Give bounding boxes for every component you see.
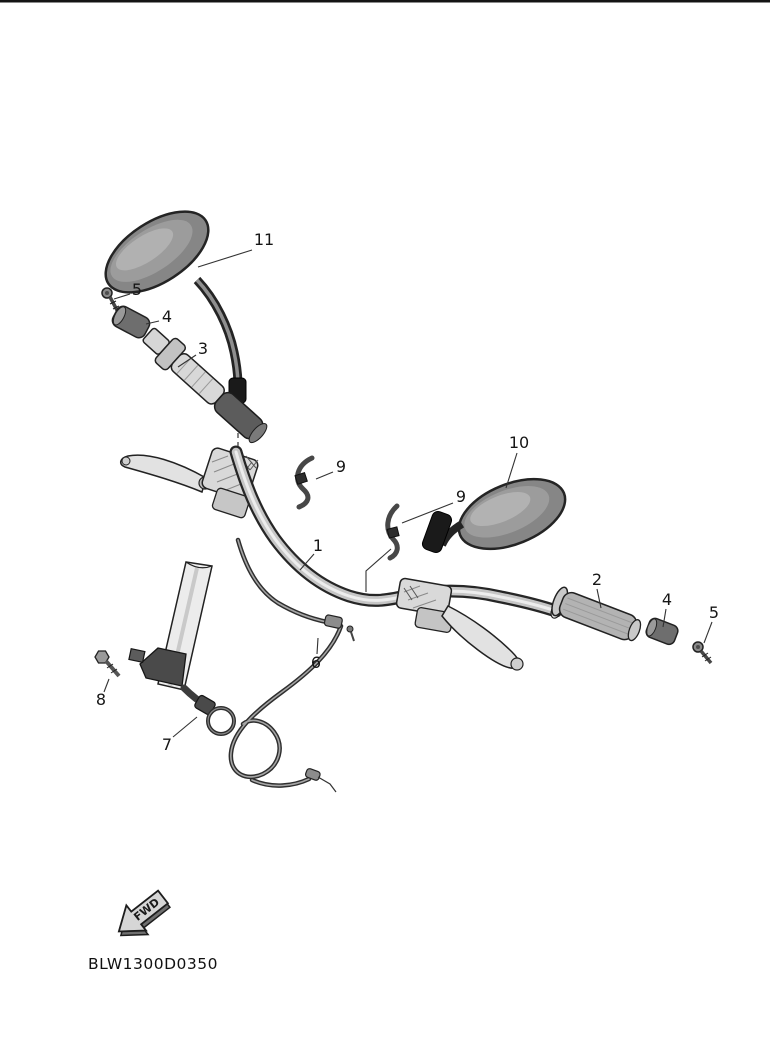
page-top-border	[0, 0, 770, 3]
cable-tie-1	[294, 455, 315, 510]
fork-tube	[128, 561, 213, 691]
callout-6: 6	[311, 653, 321, 672]
callout-7: 7	[162, 735, 172, 754]
callout-5-right: 5	[709, 603, 719, 622]
brake-lever-assembly	[395, 577, 524, 671]
callout-2: 2	[592, 570, 602, 589]
cable	[228, 537, 344, 793]
grip-right	[551, 586, 642, 642]
cable-adjuster-screw	[346, 625, 355, 642]
fwd-arrow: FWD	[117, 889, 171, 937]
diagram-code: BLW1300D0350	[88, 955, 218, 973]
callout-9-a: 9	[336, 457, 346, 476]
cable-tie-2	[365, 503, 400, 592]
callout-9-b: 9	[456, 487, 466, 506]
callout-5-left: 5	[132, 280, 142, 299]
callouts: 11 5 4 3 10 9 9 1 2 4 5 6 8 7	[96, 230, 719, 754]
bar-end-right	[645, 617, 679, 646]
bar-knurl-right	[403, 585, 419, 601]
cable-holder	[180, 684, 236, 736]
throttle-tube	[142, 327, 268, 444]
leader-lines	[103, 249, 713, 738]
callout-4-left: 4	[162, 307, 172, 326]
mirror-left	[104, 210, 247, 450]
callout-1: 1	[313, 536, 323, 555]
callout-8: 8	[96, 690, 106, 709]
bar-end-left	[111, 305, 151, 339]
bolt	[94, 650, 121, 678]
callout-10: 10	[509, 433, 529, 452]
callout-4-right: 4	[662, 590, 672, 609]
mirror-right	[421, 477, 567, 554]
callout-3: 3	[198, 339, 208, 358]
screw-right	[692, 641, 713, 665]
callout-11: 11	[254, 230, 274, 249]
